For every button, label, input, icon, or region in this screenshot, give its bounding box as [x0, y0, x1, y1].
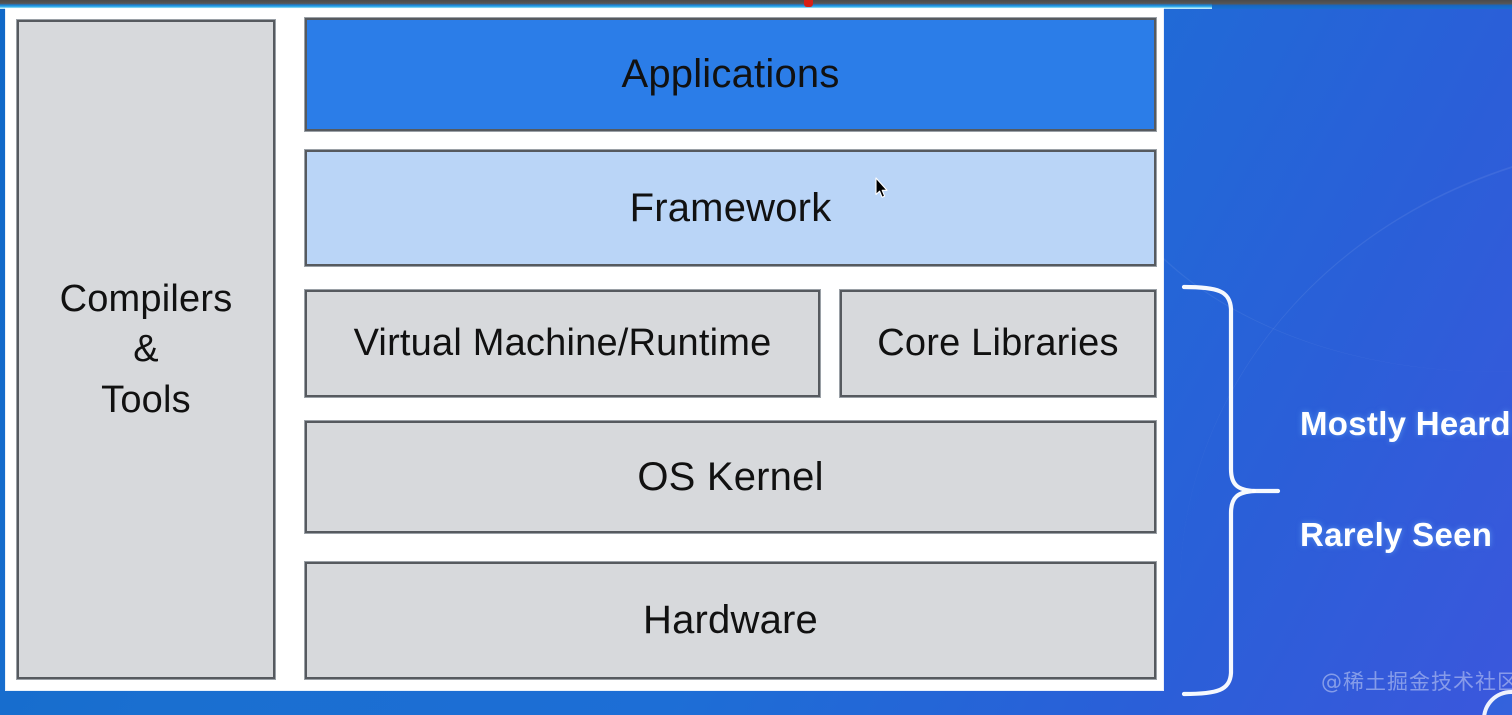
hardware-label: Hardware	[643, 598, 818, 642]
box-compilers-and-tools[interactable]: Compilers & Tools	[16, 19, 276, 680]
applications-label: Applications	[621, 52, 840, 96]
window-chrome-strip-right	[1212, 0, 1512, 9]
box-core-libraries[interactable]: Core Libraries	[839, 289, 1157, 398]
compilers-label-line3: Tools	[101, 378, 191, 421]
annotation-rarely-seen: Rarely Seen	[1300, 516, 1493, 553]
box-applications[interactable]: Applications	[304, 17, 1157, 132]
box-framework[interactable]: Framework	[304, 149, 1157, 267]
framework-label: Framework	[629, 185, 832, 230]
window-chrome-strip	[0, 0, 1512, 9]
box-virtual-machine-runtime[interactable]: Virtual Machine/Runtime	[304, 289, 821, 398]
compilers-label-line2: &	[133, 328, 159, 371]
red-dot-icon	[804, 0, 813, 7]
box-hardware[interactable]: Hardware	[304, 561, 1157, 680]
curly-brace-icon	[1181, 284, 1281, 697]
compilers-label-line1: Compilers	[59, 277, 233, 320]
os-kernel-label: OS Kernel	[637, 454, 824, 499]
core-libraries-label: Core Libraries	[877, 322, 1119, 364]
virtual-machine-label: Virtual Machine/Runtime	[353, 322, 772, 364]
annotation-mostly-heard: Mostly Heard	[1300, 405, 1511, 442]
watermark-text: @稀土掘金技术社区	[1321, 670, 1512, 694]
slide-canvas: Compilers & Tools Applications Framework…	[6, 9, 1163, 690]
box-os-kernel[interactable]: OS Kernel	[304, 420, 1157, 534]
